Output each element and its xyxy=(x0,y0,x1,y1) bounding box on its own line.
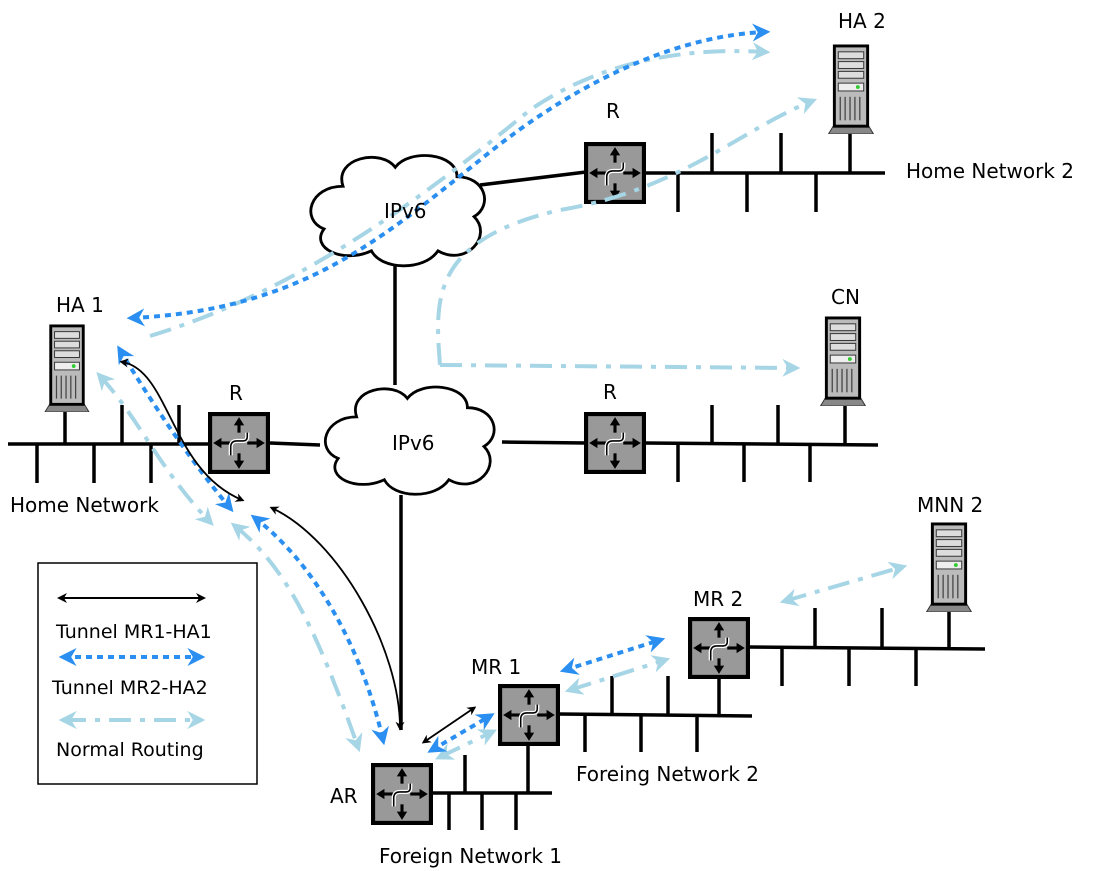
router-right-label: R xyxy=(603,380,617,404)
ha1-server-icon xyxy=(43,324,91,412)
link-ipv6-router-right xyxy=(501,440,587,445)
mr2-router-icon xyxy=(690,619,748,677)
ha2-server-icon xyxy=(827,44,875,134)
foreign-network-1-label: Foreign Network 1 xyxy=(379,844,562,868)
legend-normal-routing-label: Normal Routing xyxy=(56,739,204,761)
legend: Tunnel MR1-HA1 Tunnel MR2-HA2 Normal Rou… xyxy=(37,562,258,785)
router-top-label: R xyxy=(606,99,620,123)
mr2-label: MR 2 xyxy=(693,587,743,611)
home-network-label: Home Network xyxy=(10,493,159,517)
mnn2-label: MNN 2 xyxy=(917,493,983,517)
mr1-label: MR 1 xyxy=(471,655,521,679)
cn-label: CN xyxy=(831,285,860,309)
router-left-label: R xyxy=(229,381,243,405)
router-right-icon xyxy=(586,414,644,472)
ar-router-icon xyxy=(373,765,431,823)
ha2-label: HA 2 xyxy=(838,9,886,33)
home-network-2-label: Home Network 2 xyxy=(906,159,1074,183)
bus-mr2-network xyxy=(747,608,986,686)
bus-foreing-network-2 xyxy=(557,676,753,752)
legend-tunnel-mr1-ha1-label: Tunnel MR1-HA1 xyxy=(55,621,212,643)
foreing-network-2-label: Foreing Network 2 xyxy=(576,762,759,786)
router-left-icon xyxy=(210,414,268,472)
link-ipv6-router-top xyxy=(479,170,587,187)
tunnel-mr1-ha1-paths xyxy=(119,358,477,744)
router-top-icon xyxy=(586,144,644,202)
ipv6-center-label: IPv6 xyxy=(392,431,435,455)
ipv6-top-label: IPv6 xyxy=(384,199,427,223)
legend-tunnel-mr2-ha2-label: Tunnel MR2-HA2 xyxy=(51,677,208,699)
ar-label: AR xyxy=(330,784,358,808)
bus-foreign-network-1 xyxy=(432,745,552,830)
mr1-router-icon xyxy=(500,686,558,744)
ha1-label: HA 1 xyxy=(56,293,104,317)
mnn2-server-icon xyxy=(925,522,973,612)
bus-cn-network xyxy=(644,405,879,482)
cn-server-icon xyxy=(819,316,867,406)
link-router-left-ipv6 xyxy=(269,441,321,447)
